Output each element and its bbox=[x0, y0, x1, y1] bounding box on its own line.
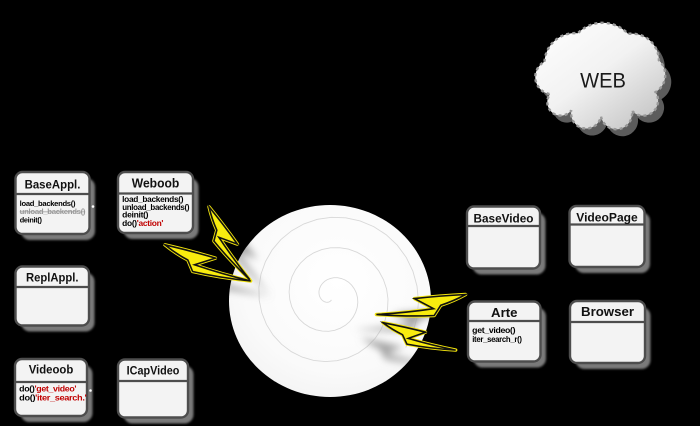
svg-text:'action': 'action' bbox=[137, 219, 164, 228]
svg-text:deinit(): deinit() bbox=[122, 211, 149, 220]
svg-text:unload_backends(): unload_backends() bbox=[122, 203, 190, 212]
svg-text:deinit(): deinit() bbox=[20, 216, 43, 225]
svg-text:WEB: WEB bbox=[580, 70, 626, 93]
svg-text:ReplAppl.: ReplAppl. bbox=[26, 271, 79, 285]
svg-text:'get_video': 'get_video' bbox=[35, 385, 77, 394]
svg-text:get_video(): get_video() bbox=[472, 326, 516, 335]
svg-text:ICapVideo: ICapVideo bbox=[127, 364, 180, 378]
svg-text:VideoPage: VideoPage bbox=[576, 211, 638, 225]
svg-text:unload_backends(): unload_backends() bbox=[20, 207, 86, 216]
svg-text:Arte: Arte bbox=[491, 305, 517, 320]
svg-text:Weboob: Weboob bbox=[132, 177, 180, 191]
svg-text:do(): do() bbox=[19, 385, 35, 394]
svg-text:Videoob: Videoob bbox=[29, 363, 74, 377]
svg-text:do(): do() bbox=[19, 394, 36, 403]
svg-text:'iter_search.': 'iter_search.' bbox=[35, 394, 87, 403]
svg-text:iter_search_r(): iter_search_r() bbox=[472, 335, 522, 344]
svg-text:load_backends(): load_backends() bbox=[20, 199, 76, 208]
svg-text:do(): do() bbox=[122, 219, 137, 228]
svg-text:BaseVideo: BaseVideo bbox=[474, 212, 534, 226]
svg-text:BaseAppl.: BaseAppl. bbox=[25, 178, 81, 192]
svg-text:load_backends(): load_backends() bbox=[122, 195, 184, 204]
svg-text:Browser: Browser bbox=[581, 304, 634, 319]
